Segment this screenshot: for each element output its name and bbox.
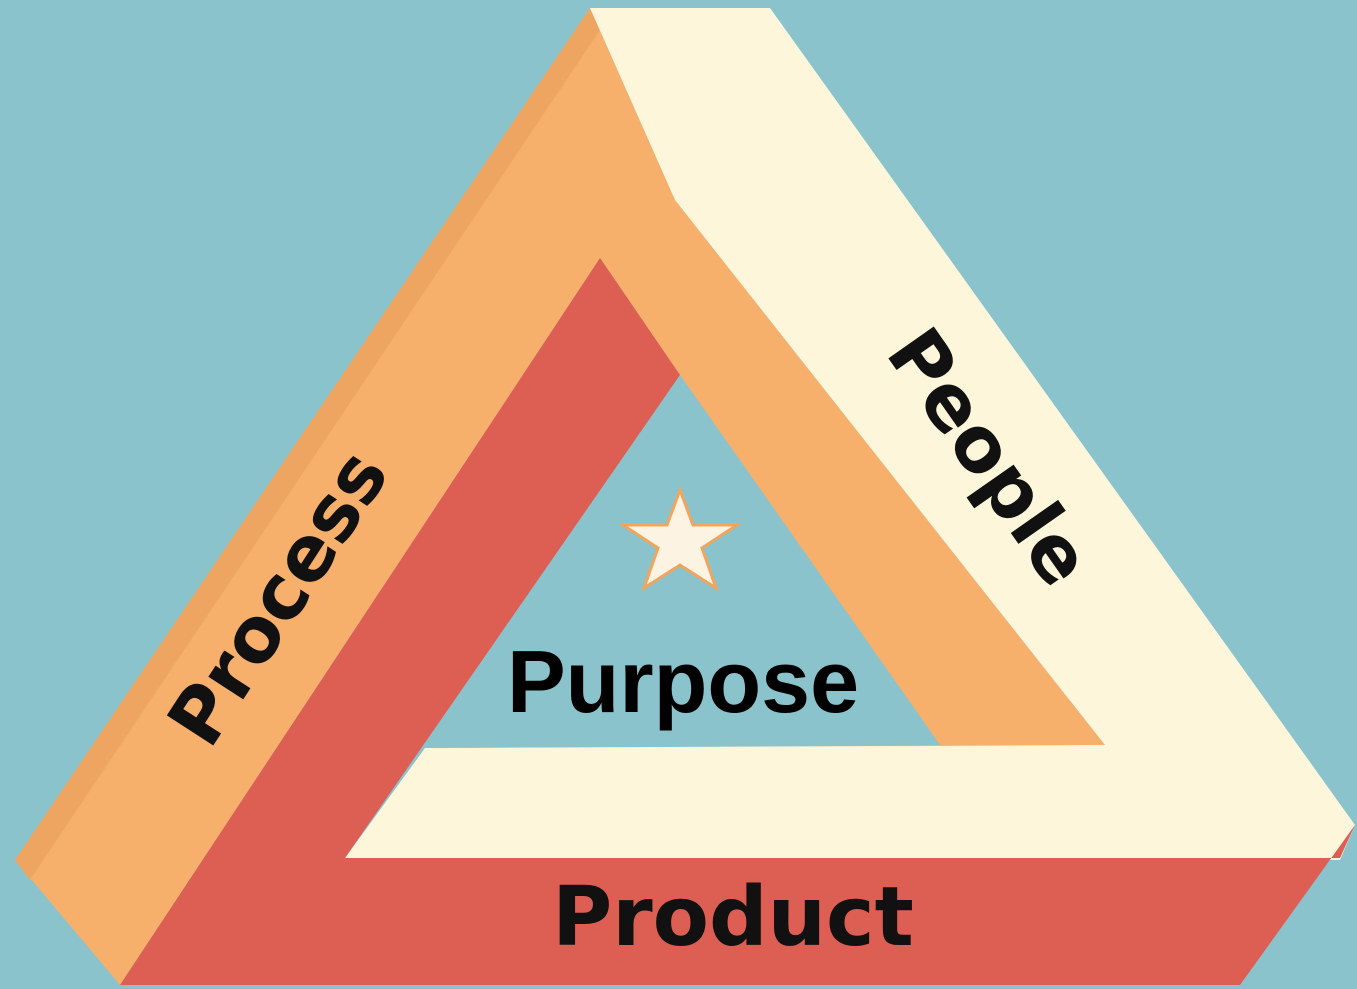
people-bar [345,8,1355,860]
process-bar-edge [15,8,600,880]
product-bar [120,258,1355,985]
star-icon [617,485,743,592]
product-label: Product [552,870,914,965]
center-label: Purpose [507,632,859,731]
process-bar [15,8,1105,985]
